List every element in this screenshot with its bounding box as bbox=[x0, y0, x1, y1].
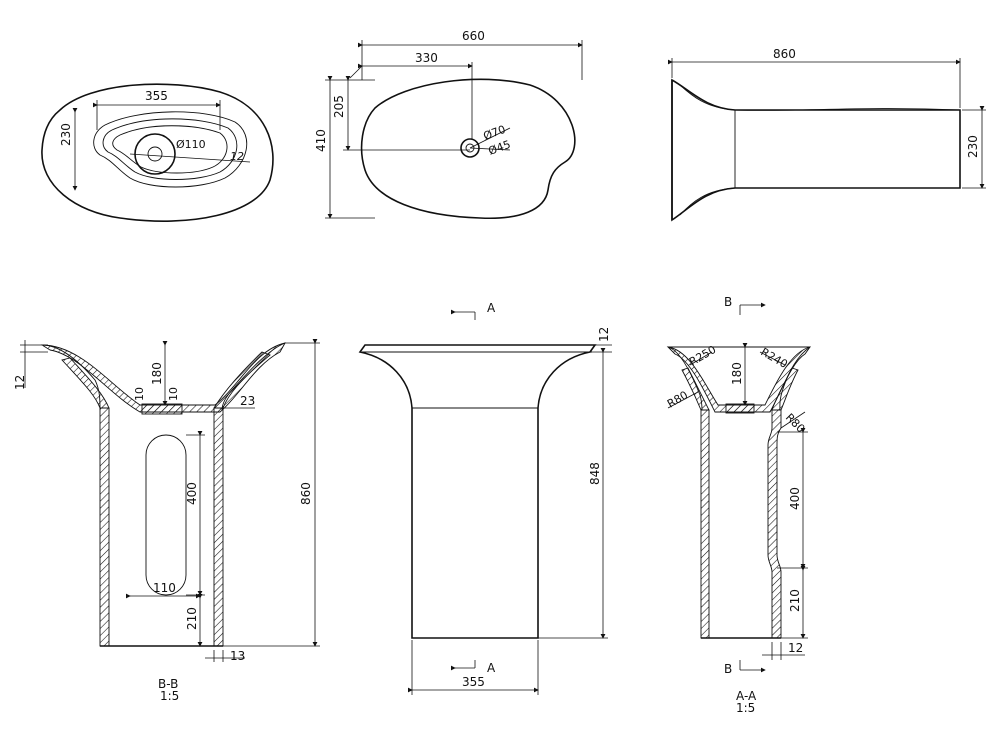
section-bb-scale: 1:5 bbox=[160, 689, 179, 703]
plan-centerline bbox=[129, 153, 251, 163]
section-aa-dim-180-label: 180 bbox=[730, 362, 744, 385]
section-bb-drain bbox=[141, 403, 183, 415]
section-bb-dim-210-label: 210 bbox=[185, 607, 199, 630]
section-aa-drain bbox=[725, 403, 755, 414]
section-aa-mark-b-bottom: B bbox=[724, 662, 732, 676]
section-aa-label: A-A bbox=[736, 689, 757, 703]
plan-dim-355-label: 355 bbox=[145, 89, 168, 103]
plan-drain-inner bbox=[147, 146, 163, 162]
plan-dim-12-label: 12 bbox=[230, 150, 244, 163]
basin-view: Ø70 Ø45 660 330 205 410 bbox=[314, 29, 583, 220]
plan-dia110-label: Ø110 bbox=[176, 138, 206, 151]
section-bb-label: B-B bbox=[158, 677, 178, 691]
side-dim-230-label: 230 bbox=[966, 135, 980, 158]
section-bb-dim-13-label: 13 bbox=[230, 649, 245, 663]
basin-dim-205-label: 205 bbox=[332, 95, 346, 118]
plan-drain-outer bbox=[134, 133, 176, 175]
front-dim-355-label: 355 bbox=[462, 675, 485, 689]
front-dim-848-label: 848 bbox=[588, 462, 602, 485]
section-bb-dim-860-label: 860 bbox=[299, 482, 313, 505]
section-bb-slot bbox=[145, 434, 187, 596]
section-aa-r80a-label: R80 bbox=[665, 389, 690, 411]
basin-dim-410-label: 410 bbox=[314, 129, 328, 152]
front-dim-12-label: 12 bbox=[597, 327, 611, 342]
basin-dim-660-label: 660 bbox=[462, 29, 485, 43]
plan-view: 355 230 Ø110 12 bbox=[41, 83, 274, 222]
plan-outline bbox=[41, 83, 274, 222]
front-view: A A 12 848 355 bbox=[358, 301, 612, 695]
section-aa-dim-210-label: 210 bbox=[788, 589, 802, 612]
section-aa-left-wall bbox=[700, 409, 710, 639]
front-outline bbox=[358, 344, 597, 639]
section-aa-scale: 1:5 bbox=[736, 701, 755, 715]
section-bb-dim-23-label: 23 bbox=[240, 394, 255, 408]
section-bb: 12 180 10 10 23 400 110 210 860 13 B-B 1… bbox=[13, 339, 320, 703]
front-mark-a-top: A bbox=[487, 301, 496, 315]
section-bb-dim-12-label: 12 bbox=[13, 375, 27, 390]
section-aa-right-wall bbox=[767, 409, 782, 639]
section-bb-dim-10b-label: 10 bbox=[167, 387, 180, 401]
basin-outline bbox=[360, 78, 576, 220]
section-aa-mark-b-top: B bbox=[724, 295, 732, 309]
section-bb-dim-180-label: 180 bbox=[150, 362, 164, 385]
section-aa-bowl-shell bbox=[666, 346, 812, 413]
side-outline bbox=[671, 78, 961, 222]
basin-dim-330-label: 330 bbox=[415, 51, 438, 65]
side-view: 860 230 bbox=[668, 47, 986, 222]
section-aa: B B R250 R240 R80 R80 180 400 bbox=[665, 295, 812, 715]
section-bb-dim-110-label: 110 bbox=[153, 581, 176, 595]
section-bb-left-wall bbox=[99, 407, 110, 647]
basin-drain-outer bbox=[460, 138, 480, 158]
plan-bowl-mid bbox=[102, 118, 238, 180]
section-bb-dim-10a-label: 10 bbox=[133, 387, 146, 401]
section-bb-right-wall bbox=[213, 407, 224, 647]
plan-bowl-outer bbox=[93, 111, 248, 188]
section-aa-dim-12-label: 12 bbox=[788, 641, 803, 655]
section-aa-dim-400-label: 400 bbox=[788, 487, 802, 510]
plan-bowl-inner bbox=[112, 125, 228, 174]
section-bb-dim-400-label: 400 bbox=[185, 482, 199, 505]
plan-dim-230-label: 230 bbox=[59, 123, 73, 146]
side-dim-860-label: 860 bbox=[773, 47, 796, 61]
front-mark-a-bottom: A bbox=[487, 661, 496, 675]
section-aa-r240-label: R240 bbox=[759, 345, 790, 371]
